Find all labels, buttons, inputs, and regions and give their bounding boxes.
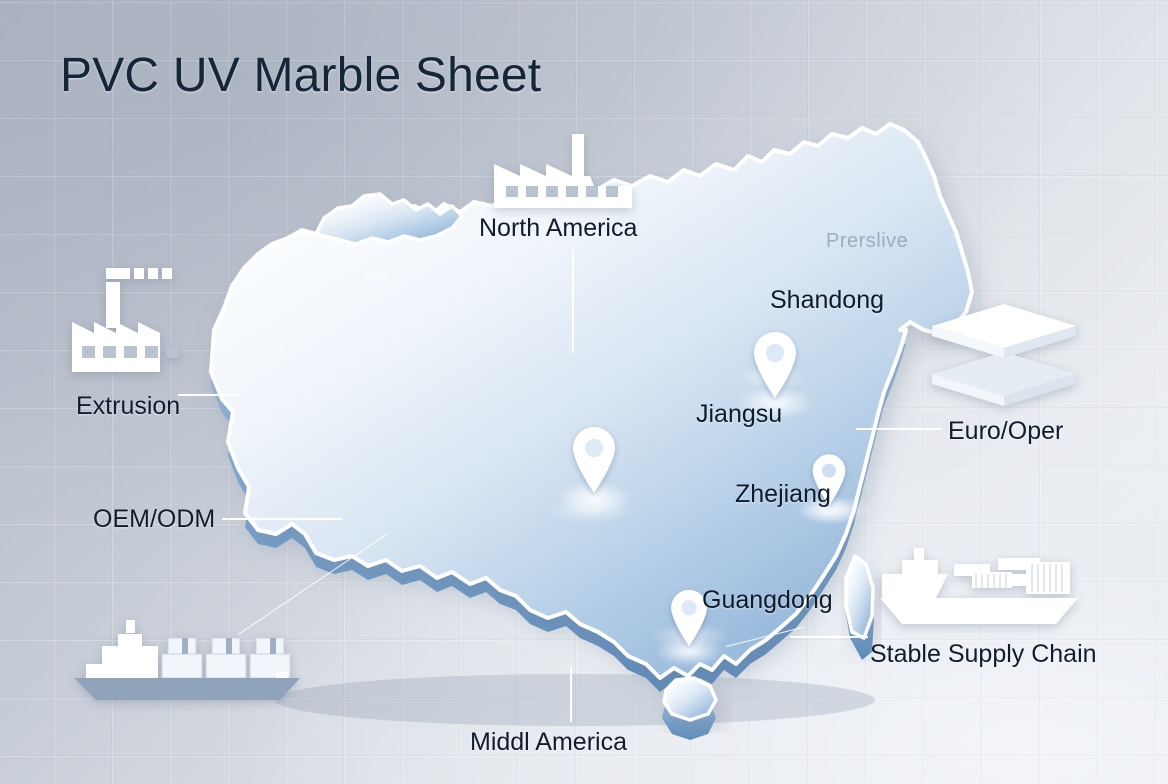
sheet-stack-icon: [928, 300, 1080, 408]
leader-line-supply-chain: [790, 636, 868, 638]
feature-label-stable-supply-chain: Stable Supply Chain: [870, 640, 1097, 668]
feature-label-middl-america: Middl America: [470, 728, 627, 756]
feature-label-oem-odm: OEM/ODM: [93, 505, 216, 533]
page-title: PVC UV Marble Sheet: [60, 49, 542, 102]
map-pin-zhejiang[interactable]: [798, 452, 860, 524]
cargo-ship-icon: [72, 612, 302, 702]
feature-label-extrusion: Extrusion: [76, 392, 181, 420]
leader-line-middl-america: [570, 666, 572, 722]
leader-line-oem-odm: [222, 518, 342, 520]
city-label-shandong: Shandong: [770, 286, 885, 314]
map-pin-guangdong[interactable]: [655, 588, 723, 666]
feature-label-north-america: North America: [479, 214, 638, 242]
factory-stack-icon: [70, 262, 188, 372]
city-label-zhejiang: Zhejiang: [735, 480, 831, 508]
map-surface: [209, 122, 974, 680]
leader-line-north-america: [572, 249, 574, 353]
leader-line-extrusion: [178, 394, 240, 396]
map-pin-shandong[interactable]: [736, 330, 814, 420]
factory-icon: [492, 130, 632, 208]
feature-label-euro-oper: Euro/Oper: [948, 417, 1064, 445]
leader-line-euro-oper: [856, 428, 942, 430]
watermark-text: Prerslive: [826, 230, 909, 252]
hainan-island: [662, 676, 718, 722]
map-pin-central[interactable]: [555, 425, 633, 515]
city-label-jiangsu: Jiangsu: [696, 400, 783, 428]
container-ship-icon: [876, 546, 1082, 630]
city-label-guangdong: Guangdong: [702, 586, 833, 614]
taiwan-island: [844, 554, 875, 640]
map-shadow: [275, 674, 875, 726]
